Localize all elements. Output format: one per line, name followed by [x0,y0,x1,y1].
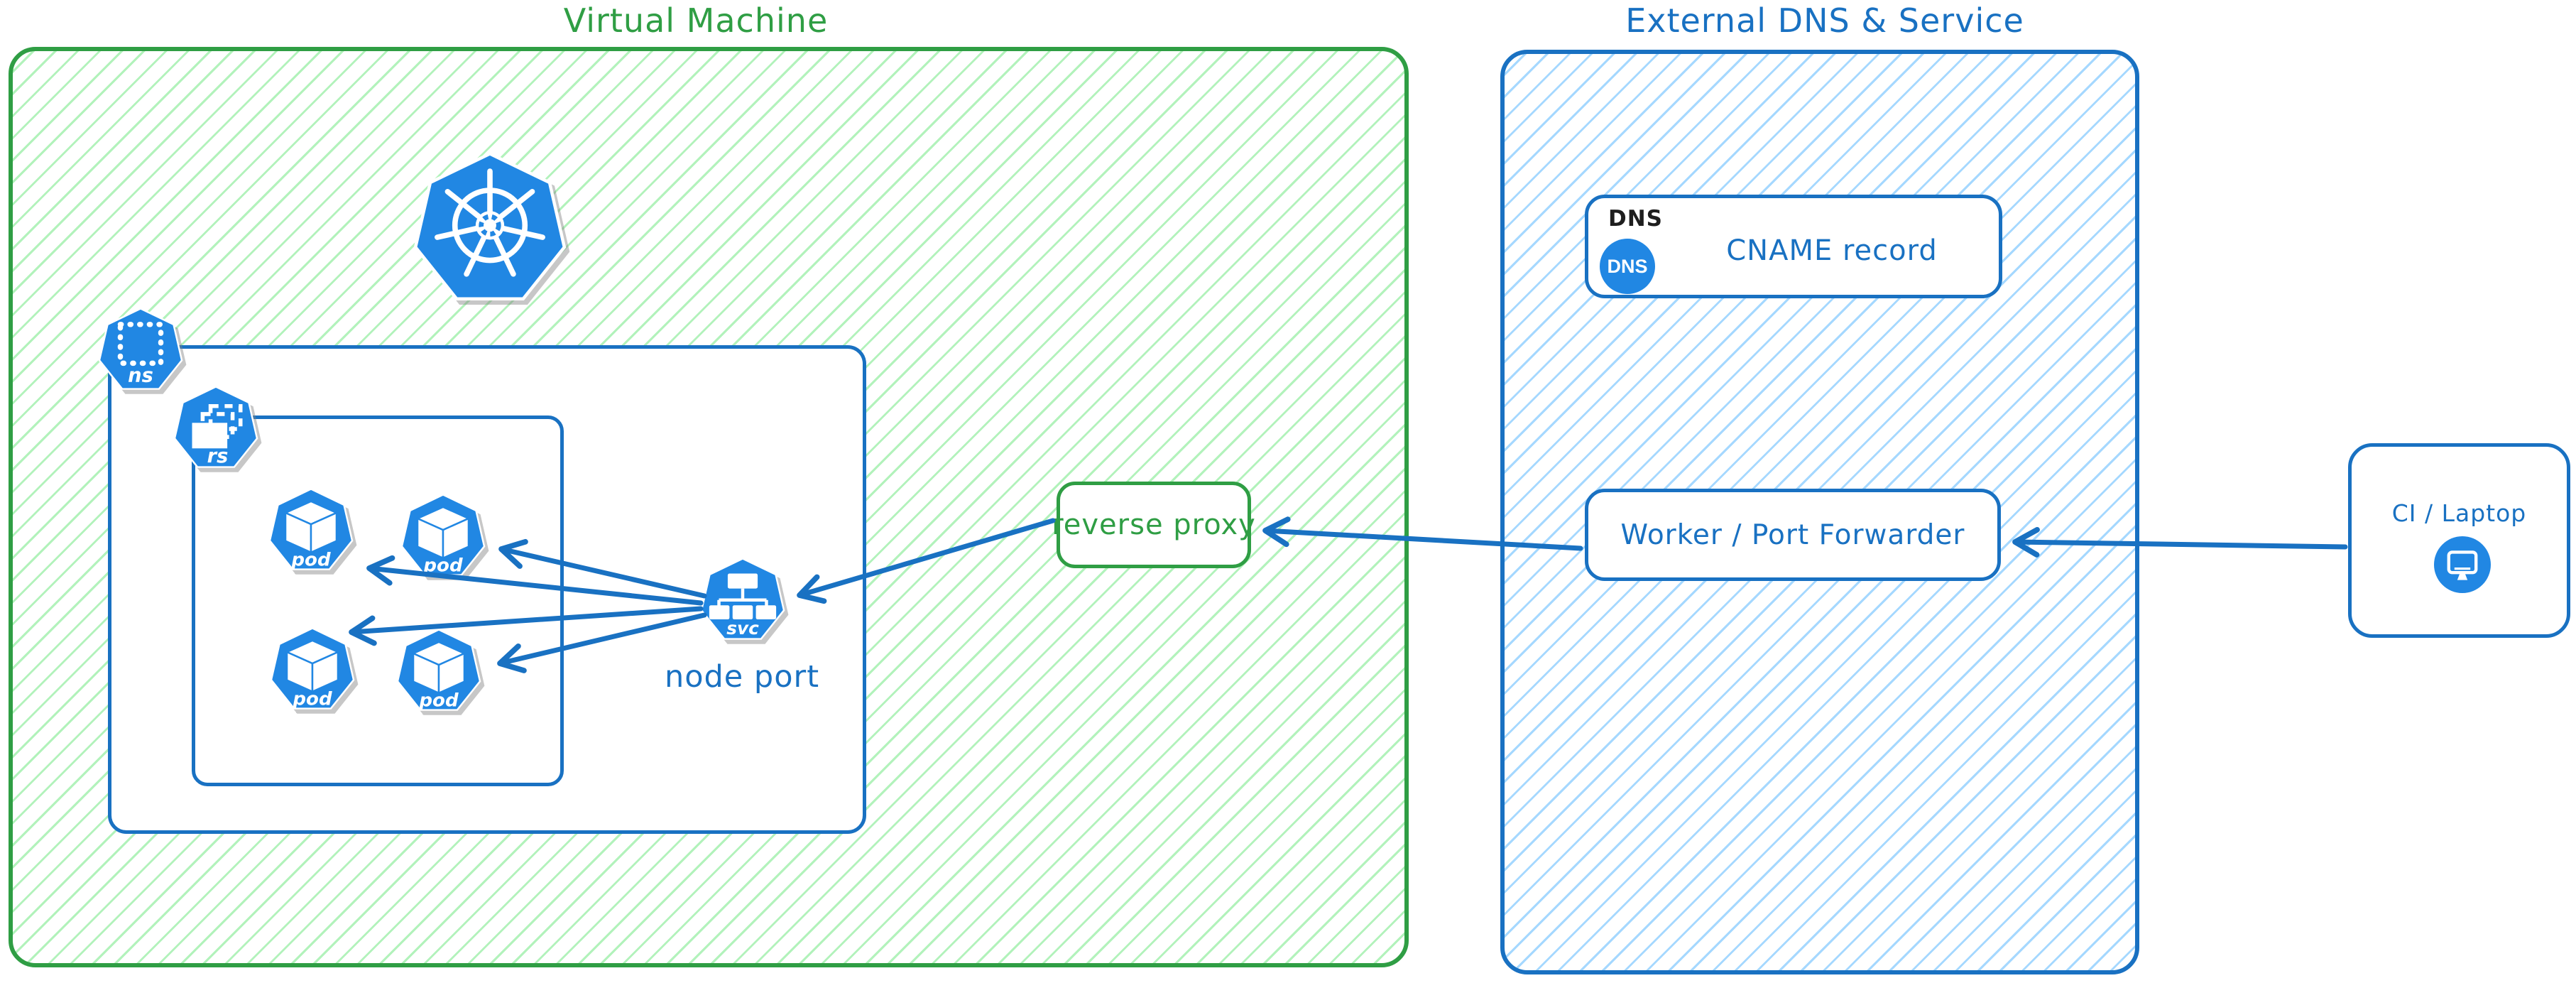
reverse-proxy-label: reverse proxy [1052,509,1256,541]
svg-text:pod: pod [418,690,459,711]
cname-record-label: CNAME record [1726,234,1938,267]
worker-port-forwarder-box: Worker / Port Forwarder [1585,489,2001,581]
node-port-label: node port [664,659,820,695]
svg-text:ns: ns [128,364,153,386]
namespace-icon: ns [98,308,183,390]
dns-tag-label: DNS [1608,206,1664,232]
pod-icon: pod [270,627,355,710]
virtual-machine-title: Virtual Machine [563,1,829,40]
worker-port-forwarder-label: Worker / Port Forwarder [1620,518,1965,551]
pod-icon: pod [268,488,354,570]
svg-text:pod: pod [292,688,332,710]
kubernetes-icon [413,151,567,301]
external-dns-title: External DNS & Service [1625,1,2024,40]
svg-text:pod: pod [422,555,463,576]
dns-icon-label: DNS [1607,255,1648,277]
svg-text:rs: rs [207,445,229,467]
cname-record-box [1585,195,2002,298]
dns-icon: DNS [1600,239,1655,294]
ci-laptop-label: CI / Laptop [2391,499,2527,527]
pod-icon: pod [396,629,481,711]
reverse-proxy-box: reverse proxy [1052,482,1255,568]
monitor-icon-glyph [2447,550,2478,580]
monitor-icon [2434,536,2491,593]
pod-icon: pod [400,494,486,576]
service-icon: svc [700,558,785,640]
svg-text:pod: pod [290,549,331,570]
svg-text:svc: svc [726,618,759,639]
replicaset-icon: rs [173,386,258,468]
